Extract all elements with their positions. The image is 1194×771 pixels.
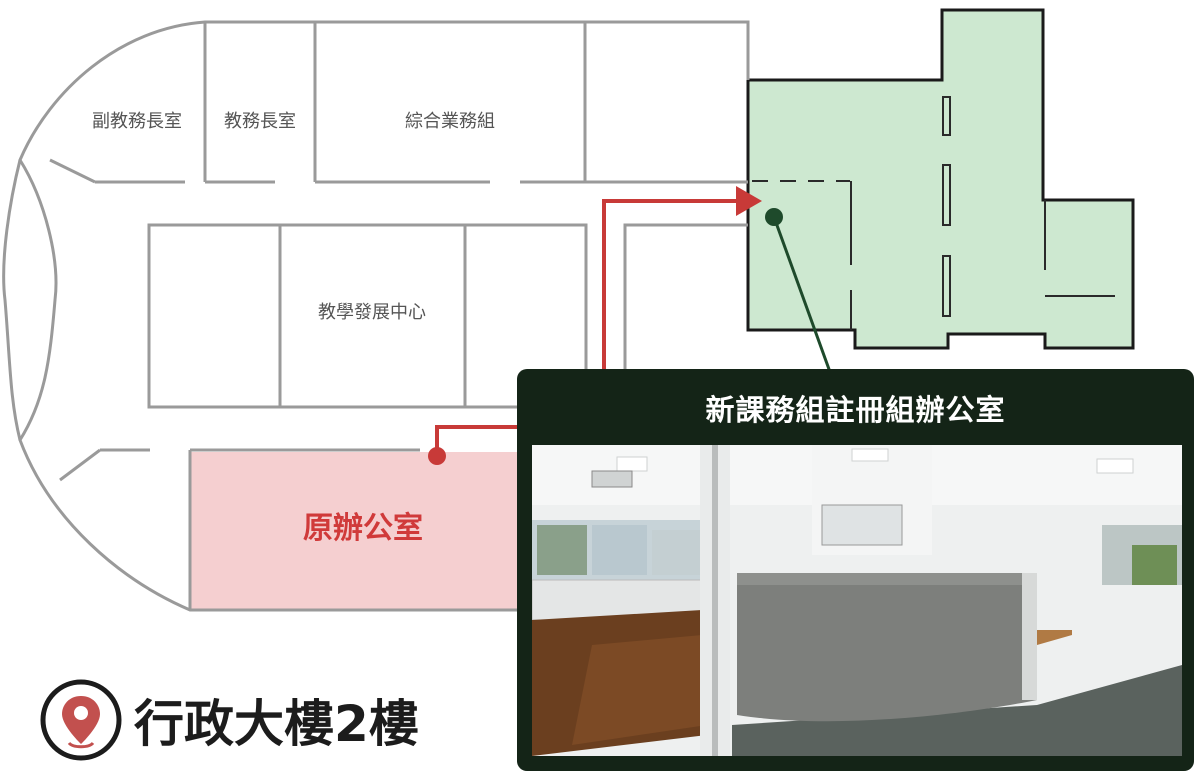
building-floor-label: 行政大樓2樓 xyxy=(38,678,419,762)
building-label-text: 行政大樓2樓 xyxy=(134,695,419,753)
room-label-original-office: 原辦公室 xyxy=(303,511,423,546)
new-office-area[interactable] xyxy=(746,8,1135,350)
room-label-vice-dean: 副教務長室 xyxy=(92,111,182,132)
new-office-title: 新課務組註冊組辦公室 xyxy=(705,393,1006,427)
route-arrowhead xyxy=(736,186,762,216)
room-label-dean: 教務長室 xyxy=(224,111,296,132)
room-label-teaching-center: 教學發展中心 xyxy=(318,302,426,323)
location-pin-icon xyxy=(40,679,122,761)
room-label-general-affairs: 綜合業務組 xyxy=(405,111,495,132)
destination-dot xyxy=(765,208,783,226)
destination-pointer xyxy=(772,216,832,373)
office-photo xyxy=(532,445,1182,756)
original-office-area[interactable] xyxy=(190,452,520,610)
building-walls xyxy=(2,20,750,612)
route-arrow xyxy=(435,199,740,456)
new-area-walls xyxy=(752,96,1115,330)
origin-dot xyxy=(428,447,446,465)
new-office-card: 新課務組註冊組辦公室 xyxy=(517,369,1194,771)
